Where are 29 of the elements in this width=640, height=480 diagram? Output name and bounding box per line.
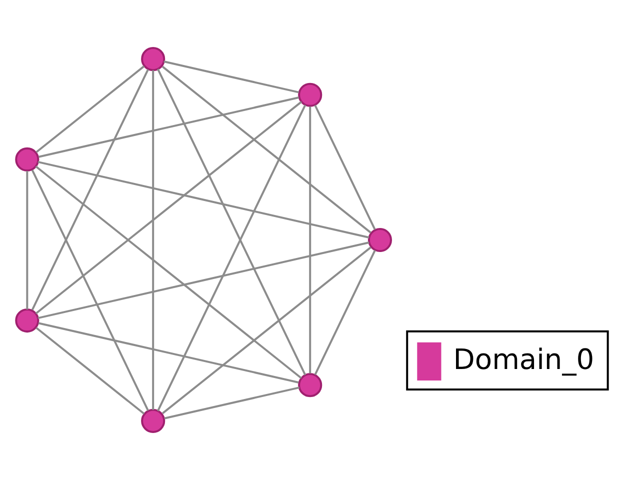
connector	[38, 160, 370, 238]
node-circle	[368, 228, 392, 252]
connector	[162, 246, 372, 414]
connector	[31, 170, 149, 411]
legend-label: Domain_0	[453, 342, 594, 376]
connector	[38, 96, 300, 158]
connector	[162, 66, 372, 234]
connector	[36, 65, 145, 154]
connector	[26, 171, 28, 310]
connector	[164, 386, 300, 420]
node-circle	[15, 308, 40, 333]
connector	[31, 69, 149, 310]
node-circle	[15, 147, 40, 172]
connector	[152, 70, 154, 410]
node-circle	[141, 47, 166, 72]
connector	[38, 322, 299, 384]
node-circle	[298, 373, 322, 398]
node-circle	[141, 408, 166, 433]
connector	[35, 101, 302, 314]
connector	[38, 242, 370, 320]
connector	[309, 106, 312, 374]
connector	[314, 104, 376, 230]
connector	[164, 60, 300, 94]
node-circle	[298, 82, 322, 107]
connector	[314, 250, 376, 376]
connector	[35, 166, 302, 379]
connector	[156, 104, 306, 412]
connector	[36, 326, 145, 415]
connector	[156, 68, 306, 376]
